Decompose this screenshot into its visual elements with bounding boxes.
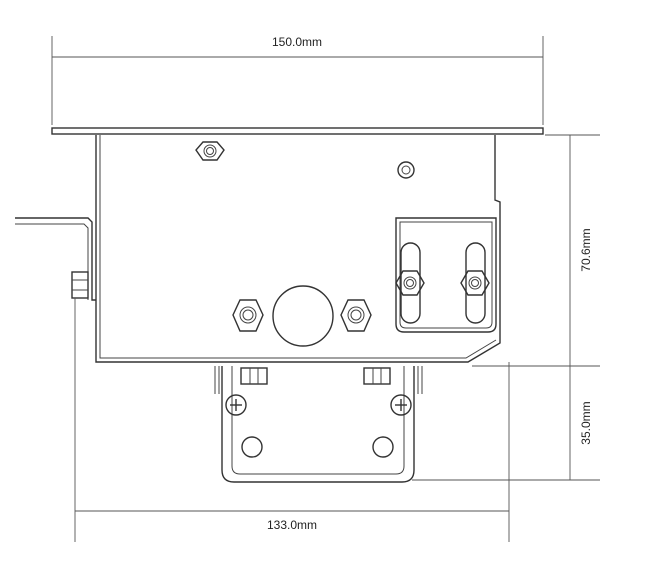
right-center-hex-nut: [340, 299, 372, 332]
left-center-hex-nut: [232, 299, 264, 332]
top-width-label: 150.0mm: [272, 35, 322, 49]
right-upper-height-label: 70.6mm: [579, 228, 593, 271]
bottom-right-nut: [363, 367, 391, 385]
top-flange-plate: [51, 127, 544, 135]
small-screw-hole: [397, 161, 415, 179]
center-hole: [272, 285, 334, 347]
right-lower-height-label: 35.0mm: [579, 401, 593, 444]
bottom-width-label: 133.0mm: [267, 518, 317, 532]
right-phillips-screw-icon: [390, 394, 412, 416]
right-slot: [465, 242, 486, 324]
dimension-right-lower-height: 35.0mm: [412, 366, 600, 481]
bottom-right-hole: [372, 436, 394, 458]
left-slot-nut: [395, 270, 425, 296]
left-mounting-bracket: [15, 217, 96, 301]
dimension-top-width: 150.0mm: [51, 35, 544, 125]
dimension-bottom-width: 133.0mm: [74, 298, 510, 542]
right-slot-nut: [460, 270, 490, 296]
left-nut: [71, 271, 89, 299]
top-hex-nut: [195, 141, 225, 161]
bottom-left-hole: [241, 436, 263, 458]
left-phillips-screw-icon: [225, 394, 247, 416]
dimension-right-upper-height: 70.6mm: [472, 134, 600, 367]
bottom-left-nut: [240, 367, 268, 385]
adjustment-plate: [395, 217, 497, 333]
left-slot: [400, 242, 421, 324]
housing-body: [95, 135, 501, 363]
bottom-bracket: [214, 366, 423, 483]
